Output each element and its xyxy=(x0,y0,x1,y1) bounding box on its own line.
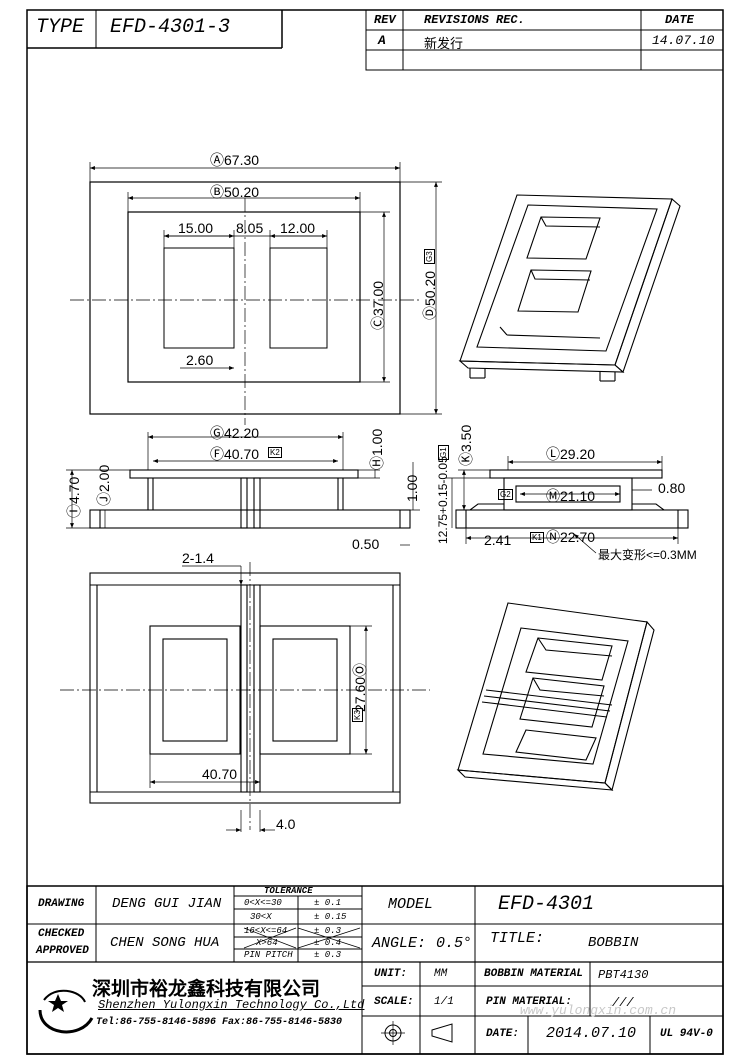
tol-range-2: 30<X xyxy=(250,912,272,922)
dim-four: 4.0 xyxy=(276,816,296,832)
dim-m-tag: G2 xyxy=(498,489,513,500)
pin-material-label: PIN MATERIAL: xyxy=(486,996,572,1008)
dim-half: 0.50 xyxy=(352,536,380,552)
dim-pins: 2-1.4 xyxy=(182,550,214,566)
dim-b: Ⓑ50.20 xyxy=(210,184,260,200)
dim-i: Ⓘ4.70 xyxy=(66,476,82,518)
dim-o: 27.60Ⓞ xyxy=(352,662,368,712)
checked-label: CHECKED xyxy=(38,928,85,940)
dim-j: Ⓙ2.00 xyxy=(96,464,112,506)
tol-range-5: PIN PITCH xyxy=(244,950,293,960)
bobbin-material-value: PBT4130 xyxy=(598,968,649,982)
title-value: BOBBIN xyxy=(588,935,639,951)
tol-value-5: ± 0.3 xyxy=(314,950,342,960)
dim-a: Ⓐ67.30 xyxy=(210,152,260,168)
angle-label: ANGLE: xyxy=(372,935,427,952)
dim-n: Ⓝ22.70 xyxy=(546,529,596,545)
tol-value-4: ± 0.4 xyxy=(314,938,342,948)
tolerance-label: TOLERANCE xyxy=(264,886,313,896)
tol-value-2: ± 0.15 xyxy=(314,912,347,922)
dim-one: 1.00 xyxy=(404,474,420,502)
date-header: DATE xyxy=(665,13,694,27)
approved-label: APPROVED xyxy=(36,945,89,957)
dim-k: Ⓚ3.50 xyxy=(458,424,474,466)
unit-label: UNIT: xyxy=(374,968,408,980)
type-value: EFD-4301-3 xyxy=(110,16,231,39)
pin-material-value: /// xyxy=(612,996,634,1010)
unit-value: MM xyxy=(434,968,448,980)
angle-value: 0.5° xyxy=(436,935,473,952)
bobbin-material-label: BOBBIN MATERIAL xyxy=(484,968,584,980)
warp-note: 最大变形<=0.3MM xyxy=(598,548,697,562)
company-phone: Tel:86-755-8146-5896 Fax:86-755-8146-583… xyxy=(96,1017,343,1028)
rev-value: A xyxy=(378,33,386,48)
dim-o-tag: K3 xyxy=(352,708,363,722)
type-label: TYPE xyxy=(36,16,85,39)
dim-l-tol: 12.75+0.15-0.05 xyxy=(436,456,450,544)
model-value: EFD-4301 xyxy=(498,893,595,916)
dim-w3: 12.00 xyxy=(280,220,316,236)
date-value: 2014.07.10 xyxy=(546,1025,637,1042)
drawing-label: DRAWING xyxy=(38,898,85,910)
title-label: TITLE: xyxy=(490,930,545,947)
date-label: DATE: xyxy=(486,1028,520,1040)
dim-e1: 2.60 xyxy=(186,352,214,368)
scale-value: 1/1 xyxy=(434,996,454,1008)
dim-bw: 40.70 xyxy=(202,766,238,782)
model-label: MODEL xyxy=(388,896,434,913)
watermark: www.yulongxin.com.cn xyxy=(520,1003,677,1018)
dim-g: Ⓖ42.20 xyxy=(210,425,260,441)
ul-rating: UL 94V-0 xyxy=(660,1028,713,1040)
tol-range-3: 16<X<=64 xyxy=(244,926,288,936)
dim-n-tag: K1 xyxy=(530,532,544,543)
company-logo xyxy=(38,989,94,1034)
dim-pt8: 0.80 xyxy=(658,480,686,496)
dim-d: Ⓓ50.20 xyxy=(422,270,438,320)
revision-note: 新发行 xyxy=(424,36,464,51)
tol-range-1: 0<X<=30 xyxy=(244,898,282,908)
dim-c: Ⓒ37.00 xyxy=(370,280,386,330)
company-name-en: Shenzhen Yulongxin Technology Co.,Ltd xyxy=(98,998,365,1012)
dim-l: Ⓛ29.20 xyxy=(546,446,596,462)
dim-m: Ⓜ21.10 xyxy=(546,488,596,504)
dim-d-tag: G3 xyxy=(424,249,435,264)
revisions-header: REVISIONS REC. xyxy=(424,13,525,27)
scale-label: SCALE: xyxy=(374,996,414,1008)
tol-range-4: X>64 xyxy=(256,938,278,948)
tol-value-1: ± 0.1 xyxy=(314,898,342,908)
dim-twofour: 2.41 xyxy=(484,532,512,548)
dim-f: Ⓕ40.70 xyxy=(210,446,260,462)
dim-f-tag: K2 xyxy=(268,447,282,458)
dim-w2: 8.05 xyxy=(236,220,264,236)
tol-value-3: ± 0.3 xyxy=(314,926,342,936)
drawing-by: DENG GUI JIAN xyxy=(112,896,222,912)
company-name-cn: 深圳市裕龙鑫科技有限公司 xyxy=(92,978,321,1000)
rev-header: REV xyxy=(374,13,396,27)
dim-h1: Ⓗ1.00 xyxy=(369,428,385,470)
revision-date: 14.07.10 xyxy=(652,33,715,48)
dim-w1: 15.00 xyxy=(178,220,214,236)
approved-by: CHEN SONG HUA xyxy=(110,935,220,951)
